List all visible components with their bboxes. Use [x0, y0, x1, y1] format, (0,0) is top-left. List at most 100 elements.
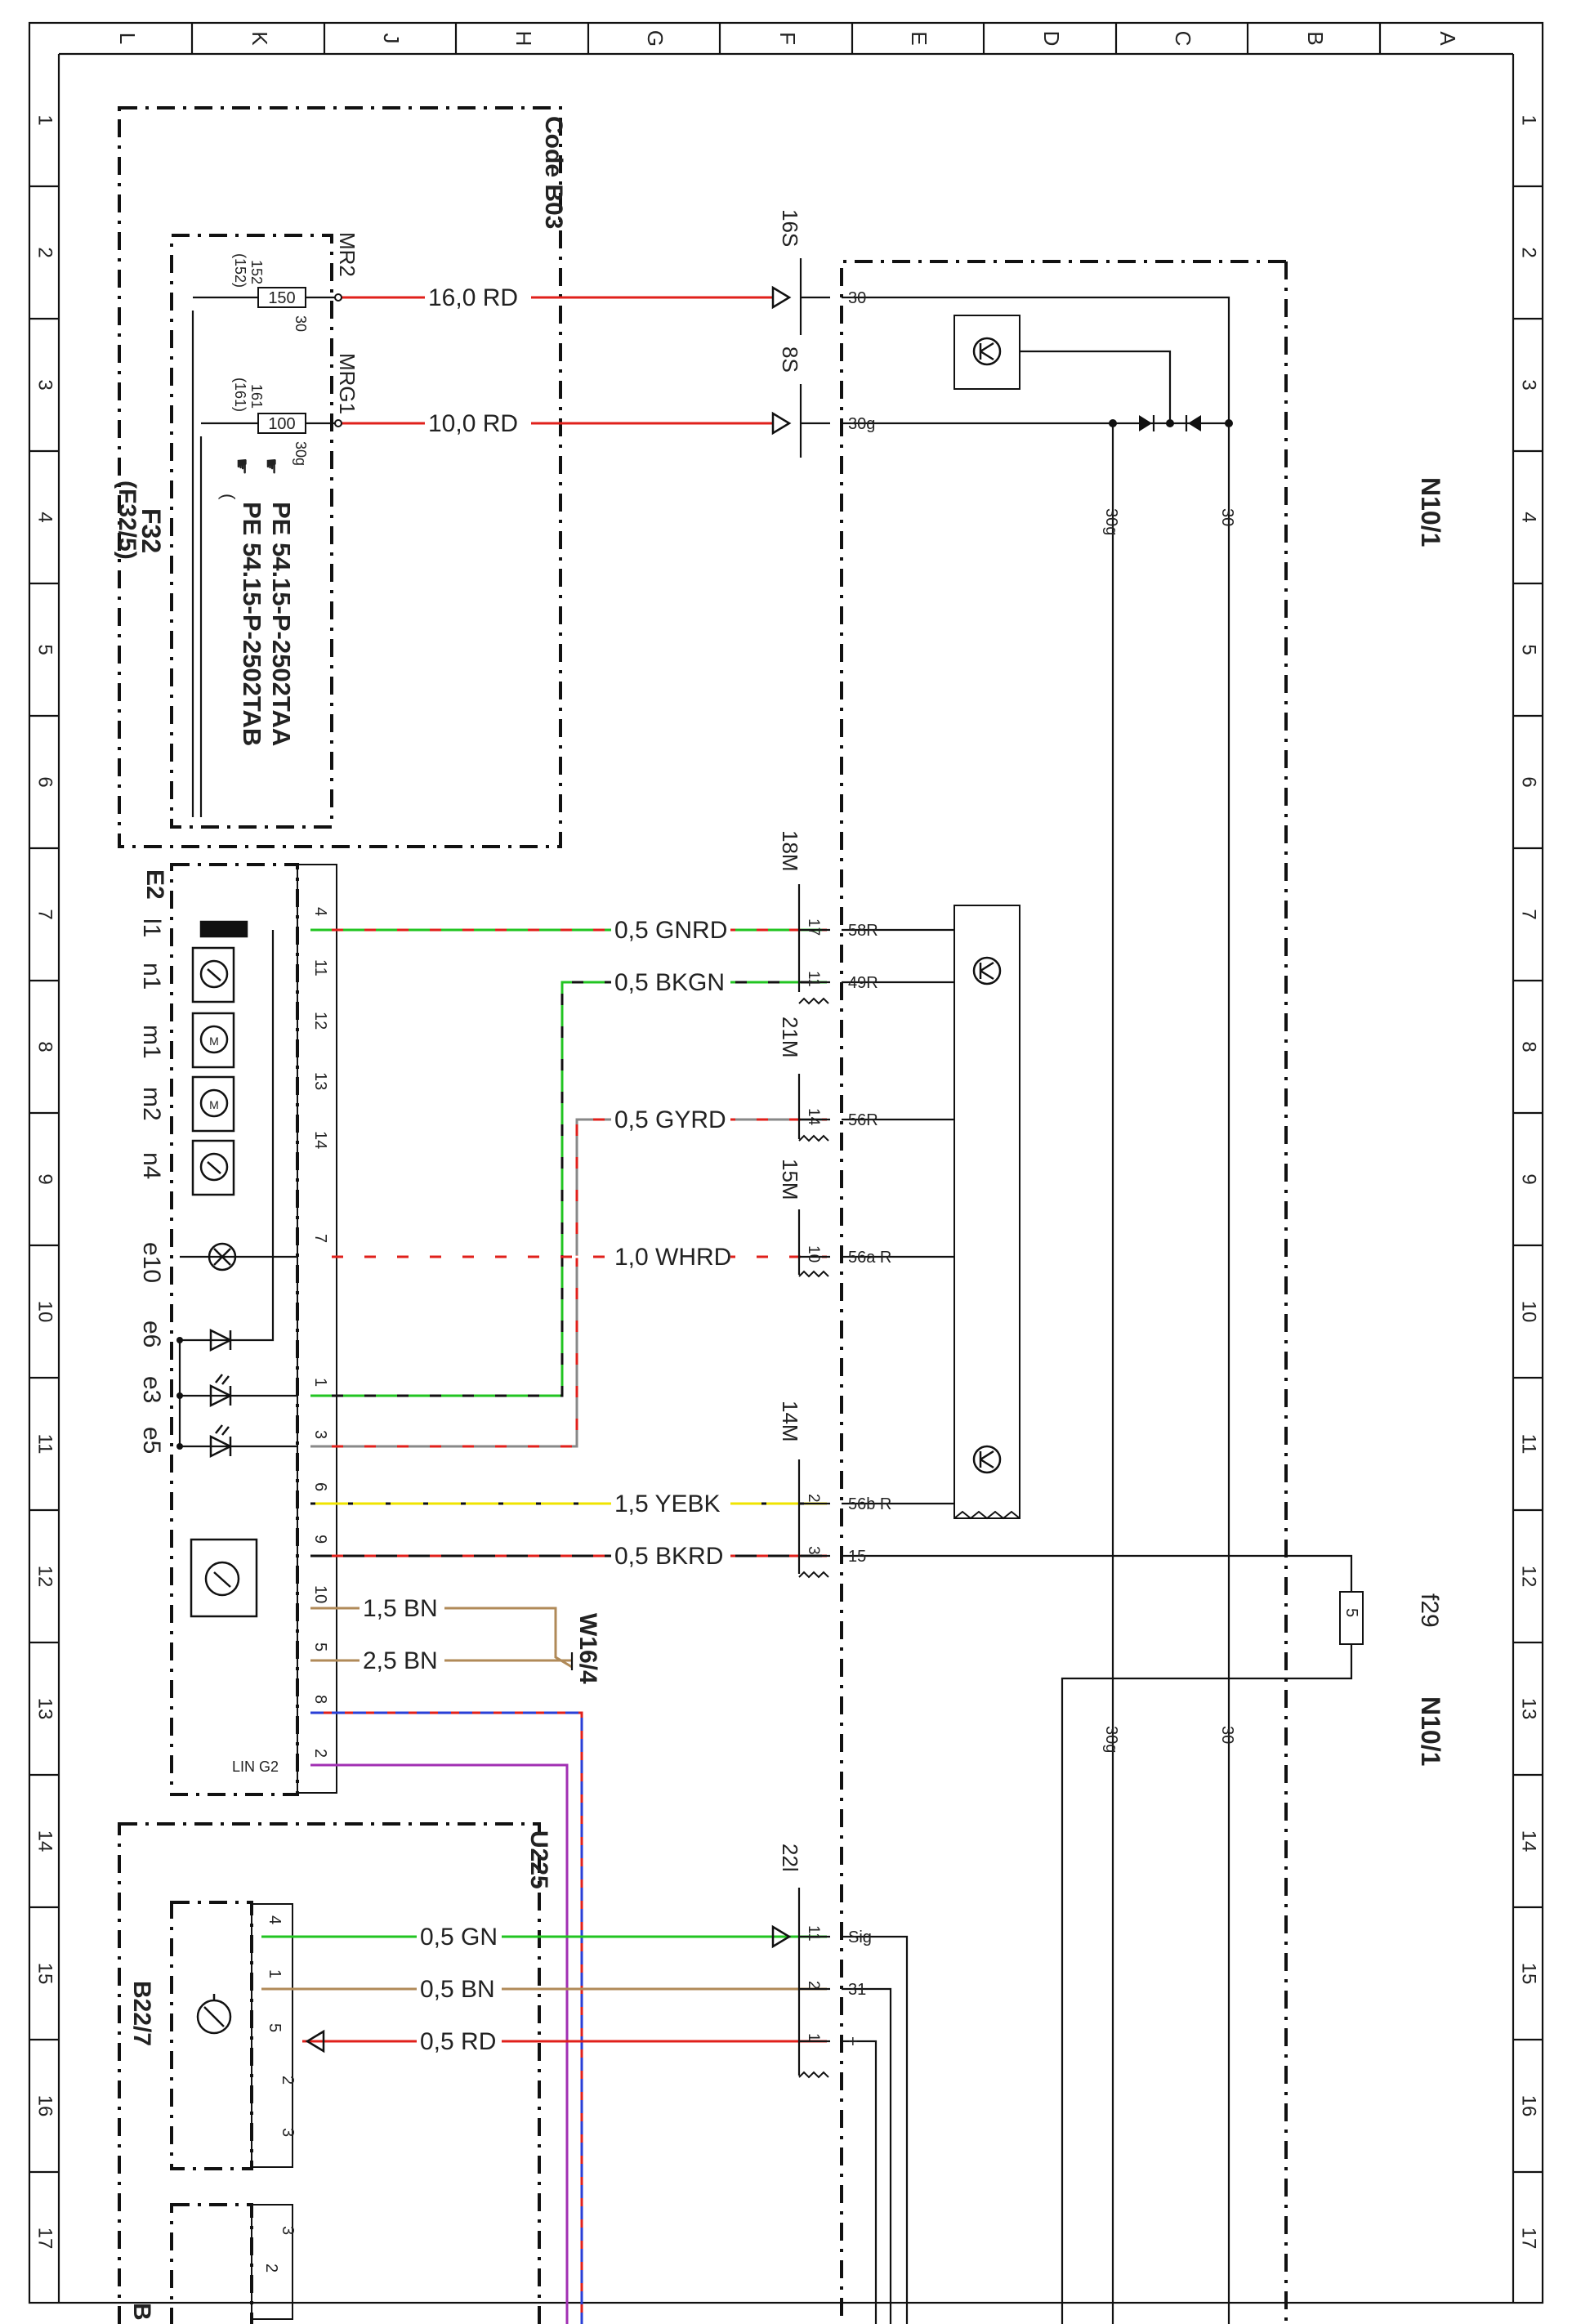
e2-pin-7: 7 [311, 1234, 329, 1243]
n10-1-terminal-30: 30 [848, 289, 866, 307]
fuse-100: 100 [201, 413, 342, 434]
row-label-right-1: 1 [1518, 114, 1540, 125]
e2-pin-13: 13 [311, 1072, 329, 1090]
conn-pin-14: 14 [805, 1108, 822, 1126]
e2-pin-3: 3 [311, 1430, 329, 1439]
row-label-right-7: 7 [1518, 909, 1540, 919]
n10-1-terminal-sig: Sig [848, 1928, 872, 1946]
led-e5-icon [209, 1424, 233, 1459]
vertical-30g-label-top: 30g [1102, 508, 1120, 535]
row-label-left-3: 3 [34, 379, 56, 390]
row-label-right-8: 8 [1518, 1041, 1540, 1052]
e2-item-e10: e10 [138, 1242, 165, 1283]
conn-pin-17: 17 [805, 918, 822, 936]
svg-text:M: M [209, 1035, 219, 1048]
svg-text:M: M [209, 1098, 219, 1111]
wire-e2-pin8-trace [310, 1711, 583, 2324]
connector-15m: 15M [778, 1159, 802, 1200]
e2-pin-14: 14 [311, 1131, 329, 1149]
wire-label-0-5-bkrd: 0,5 BKRD [614, 1543, 723, 1570]
row-label-left-15: 15 [34, 1963, 56, 1985]
e2-item-m1: m1 [138, 1025, 165, 1059]
mrg1-label: MRG1 [335, 353, 360, 414]
connector-21m-bracket [797, 1074, 830, 1139]
col-label-l: L [115, 33, 140, 44]
wire-label-1-5-yebk: 1,5 YEBK [614, 1490, 721, 1517]
code-b03-label: Code B03 [540, 116, 567, 229]
wire-label-0-5-gyrd: 0,5 GYRD [614, 1106, 726, 1133]
wire-label-10-0-rd: 10,0 RD [428, 410, 518, 437]
fuse-150-term: 30 [293, 315, 309, 332]
col-label-h: H [511, 31, 536, 47]
diode-pair-icon [1109, 415, 1233, 431]
e2-pin-12: 12 [311, 1012, 329, 1030]
row-label-right-2: 2 [1518, 247, 1540, 257]
row-label-right-17: 17 [1518, 2228, 1540, 2250]
b-partial-pin-3: 3 [279, 2226, 297, 2235]
row-label-left-4: 4 [34, 512, 56, 522]
n10-1-terminal-plus: + [848, 2033, 858, 2051]
connector-22l-bracket [797, 1888, 830, 2076]
e2-pin-9: 9 [311, 1535, 329, 1544]
gauge-e2-lower-icon [190, 1538, 258, 1618]
row-label-right-15: 15 [1518, 1963, 1540, 1985]
row-label-left-10: 10 [34, 1301, 56, 1323]
e2-lin-g2-label: LIN G2 [232, 1759, 279, 1775]
e2-item-l1: l1 [138, 918, 165, 937]
wire-label-16-0-rd: 16,0 RD [428, 284, 518, 311]
b22-7-pin-1: 1 [266, 1969, 284, 1978]
e2-pin-6: 6 [311, 1482, 329, 1491]
n10-1-terminal-31: 31 [848, 1981, 866, 1999]
b22-7-pin-strip [251, 1903, 293, 2168]
transistor-icon-n10-lower [972, 1445, 1002, 1474]
connector-8s: 8S [778, 346, 802, 373]
n10-1-label-bottom: N10/1 [1416, 1696, 1445, 1766]
e2-item-e6: e6 [138, 1321, 165, 1347]
b22-7-pin-5: 5 [266, 2023, 284, 2032]
b22-7-pin-2: 2 [279, 2076, 297, 2085]
sheet-frame [28, 21, 1544, 2304]
n10-1-terminal-56a-r: 56a R [848, 1249, 891, 1267]
row-label-right-13: 13 [1518, 1698, 1540, 1720]
e2-pin-8: 8 [311, 1695, 329, 1704]
wire-label-0-5-bn: 0,5 BN [420, 1976, 495, 2003]
row-label-right-9: 9 [1518, 1173, 1540, 1184]
fuse-150-pin-b: (152) [232, 253, 248, 288]
led-e3-icon [209, 1374, 233, 1408]
fuse-150: 150 [193, 287, 342, 308]
wire-label-1-5-bn: 1,5 BN [363, 1595, 438, 1622]
arrow-b22-7-pin5 [305, 2029, 325, 2054]
wire-label-0-5-gn: 0,5 GN [420, 1924, 498, 1951]
row-label-right-16: 16 [1518, 2095, 1540, 2117]
n10-1-boundary [840, 260, 1288, 2324]
mr2-label: MR2 [335, 232, 360, 277]
n10-1-terminal-30g: 30g [848, 415, 875, 433]
e2-pin-strip [297, 864, 337, 1794]
e2-pin-5: 5 [311, 1642, 329, 1651]
e2-item-n4: n4 [138, 1152, 165, 1179]
fuse-f29-label: f29 [1416, 1593, 1443, 1628]
n10-1-term-30-line [842, 296, 1230, 2324]
e2-label: E2 [141, 869, 168, 900]
hand-pointer-icon-2: ☛ [230, 458, 252, 476]
w16-4-label: W16/4 [574, 1613, 601, 1684]
row-label-left-8: 8 [34, 1041, 56, 1052]
code-b03-boundary [118, 106, 562, 848]
gauge-n1-icon [191, 946, 235, 1003]
gauge-n4-icon [191, 1139, 235, 1196]
n10-1-terminal-49r: 49R [848, 974, 878, 992]
col-label-f: F [775, 32, 800, 45]
row-label-left-5: 5 [34, 644, 56, 655]
row-label-right-10: 10 [1518, 1301, 1540, 1323]
connector-18m: 18M [778, 830, 802, 872]
e2-item-e3: e3 [138, 1376, 165, 1403]
conn-pin-1: 1 [805, 2033, 822, 2042]
fuse-100-pin-b: (161) [232, 378, 248, 412]
row-label-left-14: 14 [34, 1830, 56, 1852]
resistor-l1-icon [199, 920, 248, 938]
row-label-right-6: 6 [1518, 776, 1540, 787]
wire-e2-lin [310, 1763, 569, 2324]
wire-label-0-5-gnrd: 0,5 GNRD [614, 917, 727, 944]
col-label-k: K [248, 31, 272, 46]
vertical-30-label-top: 30 [1218, 508, 1236, 526]
